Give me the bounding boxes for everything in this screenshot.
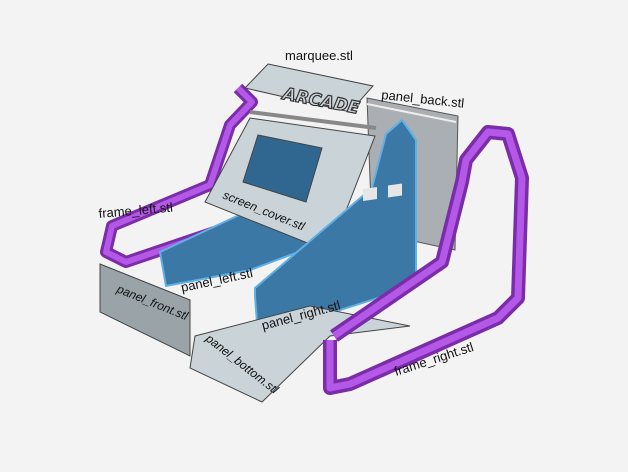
marquee-part [244,63,374,113]
label-marquee: marquee.stl [285,48,353,63]
panel-right-hole [388,183,402,198]
frame-right-highlight [326,128,526,392]
screen-cover-window [242,134,323,203]
panel-right-hole [363,187,377,201]
screen-cover-fold [249,110,377,130]
panel-back-fold [366,103,457,123]
frame-left-highlight [103,85,255,265]
label-frame-left: frame_left.stl [98,200,174,221]
panel-front-part [99,263,191,357]
